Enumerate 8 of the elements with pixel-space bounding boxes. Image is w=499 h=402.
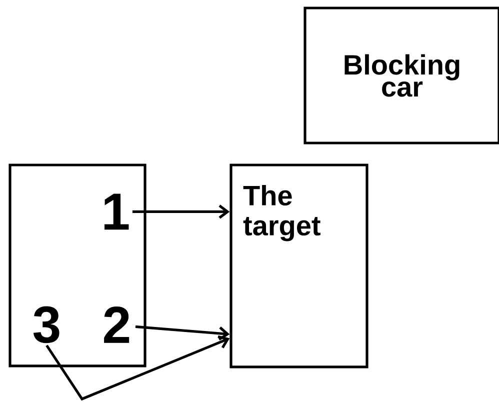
target-box: The target xyxy=(230,164,368,368)
arrow xyxy=(132,204,230,219)
arrow xyxy=(46,335,230,401)
outline-box xyxy=(8,164,146,368)
callout-number: 2 xyxy=(104,306,130,343)
label-box: Blocking car xyxy=(304,6,499,144)
callout-number: 1 xyxy=(104,194,129,230)
callout-number: 3 xyxy=(33,306,60,344)
